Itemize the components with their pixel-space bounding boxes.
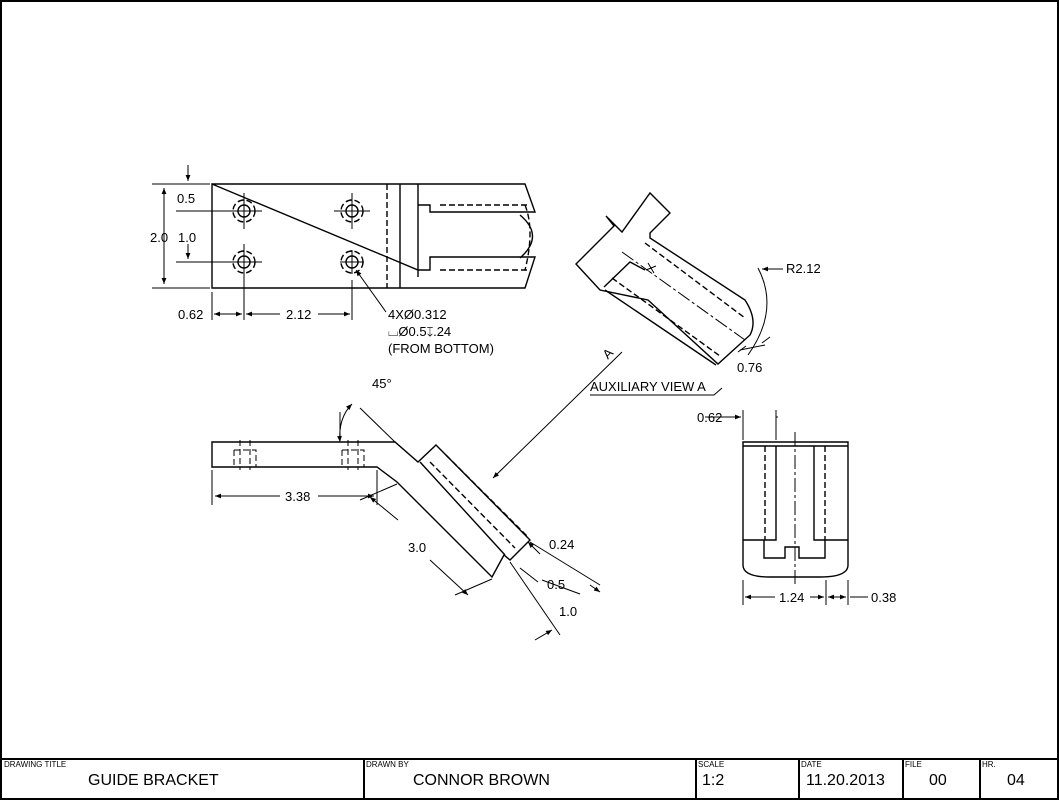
file-label: FILE [905,760,922,769]
side-view [705,410,868,605]
hole-group [226,193,370,280]
dim-thickness-2: 1.0 [559,604,577,619]
date-value: 11.20.2013 [806,772,885,789]
title-block [1,758,1058,799]
dim-length-1: 3.38 [285,489,310,504]
drawing-title: GUIDE BRACKET [88,772,219,789]
drawn-by-label: DRAWN BY [366,760,409,769]
auxiliary-view [492,191,783,479]
hole-callout-line2: ⌴Ø0.5↧.24 [388,324,451,339]
drawn-by: CONNOR BROWN [413,772,550,789]
hr-value: 04 [1007,772,1025,789]
hole-callout-line3: (FROM BOTTOM) [388,341,494,356]
hr-label: HR. [982,760,996,769]
dim-hole-spacing-top: 0.5 [177,191,195,206]
drawing-title-label: DRAWING TITLE [4,760,66,769]
dim-radius: R2.12 [786,261,821,276]
date-label: DATE [801,760,822,769]
hole-callout-line1: 4XØ0.312 [388,307,447,322]
top-view [152,165,536,320]
dim-side-wall: 0.38 [871,590,896,605]
dim-side-top: 0.62 [697,410,722,425]
aux-view-label: AUXILIARY VIEW A [590,379,706,394]
dim-left-offset: 0.62 [178,307,203,322]
front-view [211,403,601,641]
dim-aux-width: 0.76 [737,360,762,375]
file-value: 00 [929,772,947,789]
scale-value: 1:2 [702,772,724,789]
dim-hole-spacing: 1.0 [178,230,196,245]
dim-side-slot: 1.24 [779,590,804,605]
dim-hole-pitch: 2.12 [286,307,311,322]
dim-length-2: 3.0 [408,540,426,555]
scale-label: SCALE [698,760,724,769]
dim-height: 2.0 [150,230,168,245]
dim-step: 0.24 [549,537,574,552]
dim-thickness-1: 0.5 [547,577,565,592]
dim-angle: 45° [372,376,392,391]
